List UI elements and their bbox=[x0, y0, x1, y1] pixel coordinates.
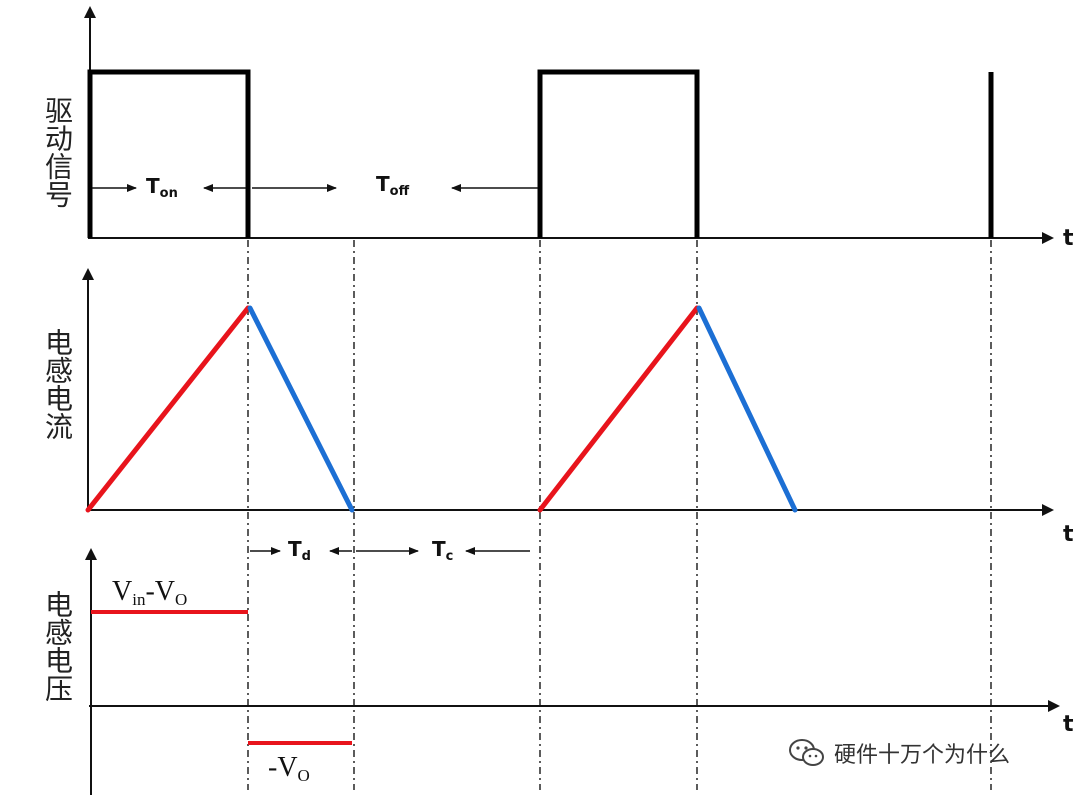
ton-sub: on bbox=[159, 186, 178, 201]
current-falling bbox=[696, 305, 798, 513]
tc-main: T bbox=[432, 537, 446, 561]
current-rising bbox=[537, 305, 700, 513]
current-axes bbox=[82, 268, 1054, 516]
minus-vo-label: -VO bbox=[268, 752, 310, 786]
current-rising bbox=[85, 305, 251, 513]
vin-v: V bbox=[112, 576, 133, 607]
ton-main: T bbox=[146, 174, 160, 198]
drive-signal bbox=[87, 69, 994, 238]
time-guides bbox=[247, 240, 992, 790]
inductor-current-label: 电感电流 bbox=[41, 328, 74, 440]
tc-sub: c bbox=[445, 549, 454, 564]
watermark: 硬件十万个为什么 bbox=[788, 736, 1010, 770]
neg-vo-sub: O bbox=[297, 766, 310, 785]
vo-v: -V bbox=[145, 576, 176, 607]
current-falling bbox=[247, 305, 355, 513]
toff-main: T bbox=[376, 172, 390, 196]
current-t-label: t bbox=[1063, 522, 1074, 547]
watermark-text: 硬件十万个为什么 bbox=[834, 743, 1011, 768]
voltage-t-label: t bbox=[1063, 712, 1074, 737]
vo-sub: O bbox=[175, 590, 188, 609]
td-sub: d bbox=[301, 549, 311, 564]
toff-label: Toff bbox=[376, 172, 409, 199]
vin-minus-vo-label: Vin-VO bbox=[112, 576, 187, 610]
ton-label: Ton bbox=[146, 174, 178, 201]
neg-vo-v: -V bbox=[268, 752, 298, 783]
voltage-axes bbox=[85, 548, 1060, 795]
wechat-icon bbox=[789, 739, 824, 766]
drive-signal-label: 驱动信号 bbox=[41, 96, 74, 208]
pulse bbox=[87, 69, 251, 238]
inductor-current bbox=[85, 305, 798, 513]
td-main: T bbox=[288, 537, 302, 561]
inductor-voltage bbox=[91, 610, 352, 745]
tc-label: Tc bbox=[432, 537, 453, 564]
drive-axes bbox=[84, 6, 1054, 244]
td-label: Td bbox=[288, 537, 311, 564]
inductor-voltage-label: 电感电压 bbox=[41, 590, 74, 702]
vin-sub: in bbox=[132, 590, 146, 609]
pulse bbox=[537, 69, 700, 238]
toff-sub: off bbox=[389, 184, 410, 199]
drive-t-label: t bbox=[1063, 226, 1074, 251]
